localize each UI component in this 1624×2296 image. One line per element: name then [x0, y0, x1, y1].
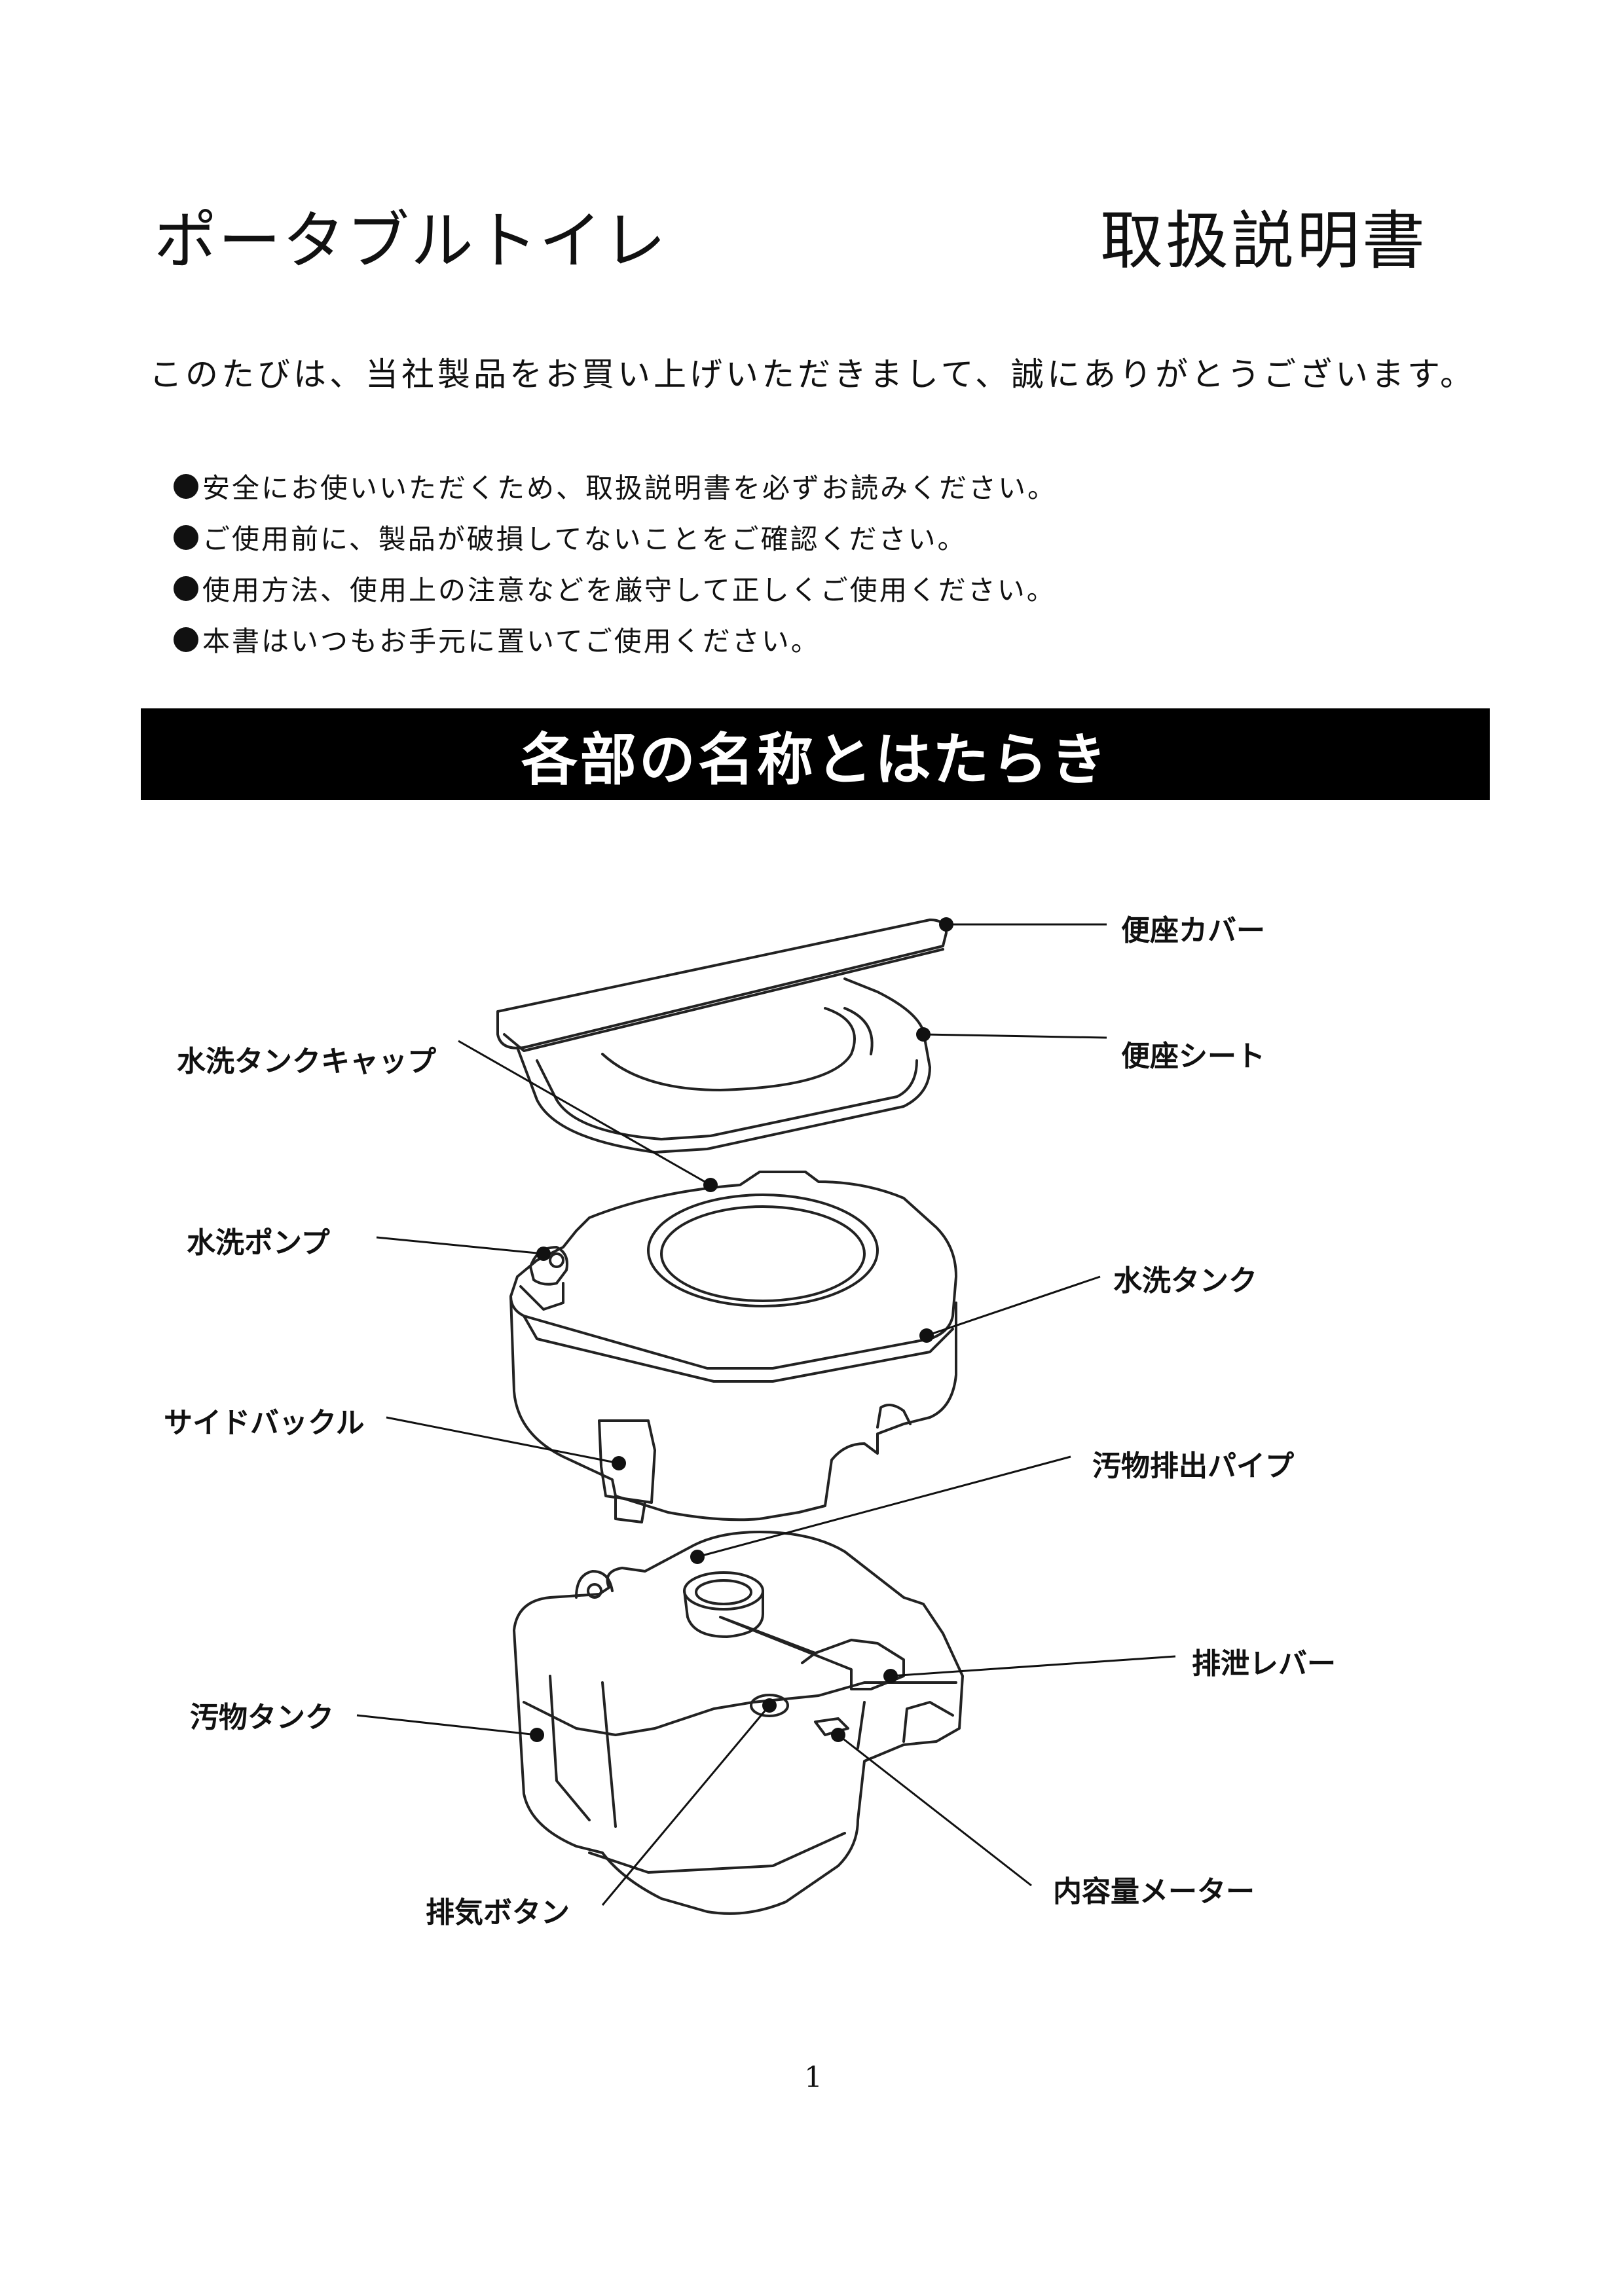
leader-line-drain-lever — [890, 1655, 1176, 1677]
notice-text: 使用方法、使用上の注意などを厳守して正しくご使用ください。 — [202, 574, 1056, 606]
leader-line-waste-pipe — [697, 1455, 1071, 1558]
leader-line-flush-tank-cap — [458, 1040, 711, 1186]
leader-dot-vent-button — [762, 1698, 777, 1713]
leader-line-flush-pump — [376, 1236, 544, 1255]
leader-line-vent-button — [601, 1705, 771, 1906]
leader-line-seat-sheet — [923, 1033, 1107, 1039]
section-banner: 各部の名称とはたらき — [141, 708, 1490, 800]
greeting-text: このたびは、当社製品をお買い上げいただきまして、誠にありがとうございます。 — [149, 355, 1476, 393]
leader-line-level-meter — [838, 1734, 1032, 1887]
leader-dot-side-buckle — [612, 1456, 626, 1470]
label-flush-pump: 水洗ポンプ — [187, 1226, 330, 1260]
leader-dot-level-meter — [831, 1728, 845, 1742]
waste-tank-drawing — [513, 1531, 964, 1915]
label-side-buckle: サイドバックル — [164, 1406, 365, 1440]
label-vent-button: 排気ボタン — [426, 1896, 570, 1929]
label-drain-lever: 排泄レバー — [1192, 1647, 1336, 1681]
notice-item: 使用方法、使用上の注意などを厳守して正しくご使用ください。 — [174, 568, 1056, 608]
bullet-icon — [174, 575, 198, 601]
label-flush-tank-cap: 水洗タンクキャップ — [177, 1045, 436, 1078]
leader-dot-flush-tank-cap — [703, 1178, 718, 1192]
leader-line-flush-tank — [926, 1275, 1101, 1337]
leader-dot-flush-tank — [919, 1328, 934, 1343]
leader-dot-waste-tank — [530, 1728, 544, 1742]
side-buckle-drawing — [598, 1419, 656, 1523]
leader-dot-drain-lever — [883, 1669, 898, 1683]
label-level-meter: 内容量メーター — [1053, 1875, 1255, 1908]
bullet-icon — [174, 524, 198, 550]
seat-sheet-drawing — [516, 977, 931, 1154]
leader-dot-seat-sheet — [916, 1027, 931, 1042]
label-waste-tank: 汚物タンク — [190, 1701, 334, 1734]
seat-cover-drawing — [496, 919, 948, 1052]
leader-dot-seat-cover — [939, 917, 953, 932]
notice-item: 本書はいつもお手元に置いてご使用ください。 — [174, 619, 821, 659]
notice-text: 本書はいつもお手元に置いてご使用ください。 — [202, 625, 821, 657]
label-flush-tank: 水洗タンク — [1113, 1264, 1257, 1298]
label-seat-sheet: 便座シート — [1121, 1040, 1265, 1073]
document-subtitle: 取扱説明書 — [1100, 204, 1428, 278]
bullet-icon — [174, 627, 198, 652]
notice-item: 安全にお使いいただくため、取扱説明書を必ずお読みください。 — [174, 466, 1057, 506]
leader-line-waste-tank — [356, 1714, 538, 1736]
label-seat-cover: 便座カバー — [1121, 914, 1265, 947]
leader-dot-flush-pump — [536, 1247, 551, 1261]
notice-item: ご使用前に、製品が破損してないことをご確認ください。 — [174, 517, 967, 557]
bullet-icon — [174, 473, 198, 499]
section-title: 各部の名称とはたらき — [521, 727, 1110, 793]
document-title: ポータブルトイレ — [154, 204, 667, 278]
flush-tank-drawing — [509, 1171, 957, 1522]
leader-dot-waste-pipe — [690, 1550, 705, 1564]
label-waste-pipe: 汚物排出パイプ — [1092, 1449, 1294, 1483]
notice-text: 安全にお使いいただくため、取扱説明書を必ずお読みください。 — [202, 472, 1058, 504]
leader-line-side-buckle — [386, 1416, 619, 1465]
notice-text: ご使用前に、製品が破損してないことをご確認ください。 — [202, 523, 967, 555]
page-number: 1 — [804, 2061, 822, 2094]
